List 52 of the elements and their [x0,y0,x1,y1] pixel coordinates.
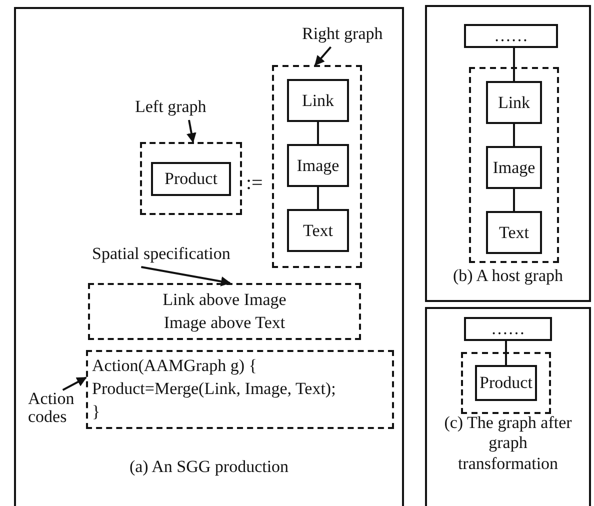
annotation-text: Right graph [302,25,398,47]
text-line: Link above Image [162,288,286,311]
panel-label: (a) An SGG production [128,457,290,478]
process-box [486,146,542,189]
code-box [86,350,394,429]
panel-label: (c) The graph after graph transformation [443,413,573,474]
arrow [186,120,196,143]
dashed-group-box [272,65,362,268]
code-line: Action(AAMGraph g) { [92,355,257,378]
connector-line [513,124,515,146]
process-box [486,211,542,254]
process-box [287,79,349,122]
annotation-text: Left graph [135,98,225,120]
code-line: } [92,400,100,423]
arrow [314,46,332,66]
connector-line [505,341,507,365]
arrow [141,266,231,286]
connector-line [317,122,319,144]
annotation-text: Action codes [28,390,86,436]
text-line: Image above Text [164,312,286,334]
dashed-group-box [469,67,559,263]
arrow [62,376,87,391]
annotation-text: Spatial specification [92,245,256,267]
box-label: Image [492,158,536,178]
process-box [287,144,349,187]
panel-label: (b) A host graph [452,266,564,286]
box-label: …… [491,319,525,339]
dashed-text-box [88,283,361,340]
process-box [486,81,542,124]
assignment-symbol: := [246,172,263,195]
connector-line [513,48,515,81]
panel-frame [425,5,591,302]
code-line: Product=Merge(Link, Image, Text); [92,378,336,400]
panel-frame [14,7,404,506]
box-label: Product [480,373,532,393]
box-label: Text [303,220,333,240]
box-label: Link [498,92,530,112]
box-label: Image [296,156,340,176]
connector-line [513,189,515,211]
dashed-group-box [140,142,242,215]
box-label: Product [164,169,218,189]
ellipsis-box [464,317,552,341]
panel-frame [425,307,591,506]
box-label: Link [302,90,334,110]
connector-line [317,187,319,209]
process-box [151,162,231,196]
process-box [475,365,537,401]
ellipsis-box [464,24,558,48]
box-label: …… [494,26,528,46]
dashed-group-box [461,352,551,414]
box-label: Text [499,222,529,242]
process-box [287,209,349,252]
